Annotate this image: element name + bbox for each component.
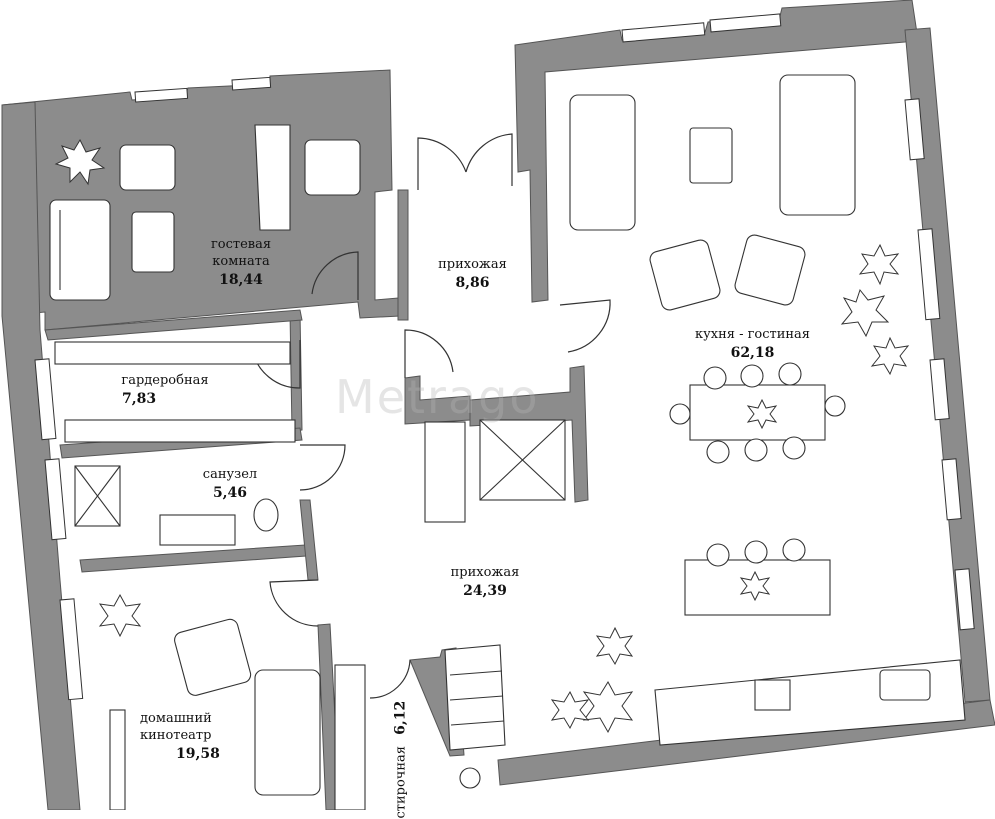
guest-room-door <box>311 251 359 300</box>
coffee-table <box>689 127 733 184</box>
plant-icon <box>550 690 590 730</box>
bath-bottom-wall <box>79 544 307 573</box>
room-area: 18,44 <box>219 272 263 288</box>
room-name: комната <box>212 254 270 269</box>
plant-icon <box>595 626 634 666</box>
doors <box>251 133 611 699</box>
bathroom-door <box>299 444 346 491</box>
room-name: санузел <box>202 467 258 482</box>
guest-desk <box>254 124 291 231</box>
sofa-right <box>779 74 856 216</box>
hall-wall-a <box>397 189 409 321</box>
room-label-laundry: стирочная 6,12 <box>390 699 411 819</box>
guest-armchair-1 <box>119 144 176 191</box>
plants <box>54 138 910 734</box>
room-name: стирочная <box>393 746 409 819</box>
plant-icon <box>582 680 634 734</box>
room-label-kitchen-living: кухня - гостиная 62,18 <box>670 326 835 363</box>
room-area: 7,83 <box>122 391 157 407</box>
laundry-shelves <box>334 664 366 810</box>
room-area: 19,58 <box>176 746 220 762</box>
armchair-1 <box>649 239 721 311</box>
cinema-sofa <box>254 669 321 796</box>
wardrobe-rail-bottom <box>64 419 296 443</box>
plant-icon <box>840 288 890 338</box>
room-name: прихожая <box>450 565 520 580</box>
windows <box>34 13 975 701</box>
room-label-guest-room: гостевая комната 18,44 <box>186 236 296 290</box>
room-area: 6,12 <box>392 700 409 735</box>
room-name: домашний <box>140 711 212 726</box>
stove <box>754 679 791 711</box>
plant-icon <box>98 593 142 638</box>
plant-icon <box>858 243 900 286</box>
room-label-wardrobe: гардеробная 7,83 <box>100 372 230 409</box>
laundry-door <box>369 659 411 699</box>
entry-door-left <box>417 137 467 190</box>
watermark: Metrago <box>335 370 540 424</box>
kitchen-door <box>559 299 611 353</box>
cinema-armchair <box>174 618 252 696</box>
kitchen-sink <box>879 669 931 701</box>
room-label-hallway-main: прихожая 24,39 <box>425 564 545 601</box>
plant-icon <box>54 138 106 186</box>
room-name: гардеробная <box>121 373 209 388</box>
room-area: 62,18 <box>730 345 775 361</box>
room-name: прихожая <box>438 257 507 272</box>
hall-wall-b <box>404 375 471 425</box>
room-label-home-cinema: домашний кинотеатр 19,58 <box>140 710 260 764</box>
room-name: кухня - гостиная <box>694 327 811 342</box>
stairs <box>444 644 506 751</box>
armchair-2 <box>734 234 806 306</box>
entry-door-right <box>465 133 513 186</box>
washer <box>459 767 481 789</box>
sofa-left <box>569 94 636 231</box>
room-area: 8,86 <box>455 275 490 291</box>
room-name: кинотеатр <box>140 728 212 743</box>
wardrobe-rail-top <box>54 341 291 365</box>
bath-sink <box>159 514 236 546</box>
plant-icon <box>870 336 910 376</box>
bath-right-wall <box>299 499 319 581</box>
guest-armchair-2 <box>304 139 361 196</box>
plant-icon <box>746 398 778 430</box>
guest-sofa <box>49 199 111 301</box>
hall-door <box>404 329 454 378</box>
room-label-hallway-small: прихожая 8,86 <box>415 256 530 293</box>
room-name: гостевая <box>210 237 272 252</box>
toilet <box>253 498 279 532</box>
hall-shelves <box>424 421 466 523</box>
cinema-door <box>269 579 319 627</box>
wardrobe-top-wall <box>44 309 303 341</box>
room-area: 24,39 <box>463 583 507 599</box>
room-area: 5,46 <box>212 485 248 501</box>
guest-table <box>131 211 175 273</box>
plant-icon <box>739 570 771 602</box>
cinema-screen <box>109 709 126 810</box>
room-label-bathroom: санузел 5,46 <box>180 466 280 503</box>
